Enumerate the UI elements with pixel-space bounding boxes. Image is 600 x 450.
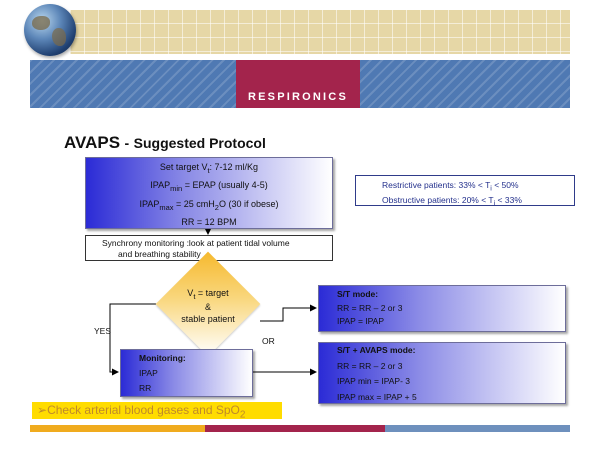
title-separator: - <box>124 135 130 151</box>
brand-logo-text: RESPIRONICS <box>248 91 348 103</box>
restrictive-line: Restrictive patients: 33% < Ti < 50% <box>382 180 519 193</box>
check-text: Check arterial blood gases and SpO <box>47 403 240 417</box>
st-mode-line-2: IPAP = IPAP <box>337 316 385 326</box>
ipap-max-line: IPAPmax = 25 cmH2O (30 if obese) <box>139 198 279 212</box>
check-text-subscript: 2 <box>239 409 246 421</box>
bottom-bar-gold <box>30 425 205 432</box>
monitoring-line-2: RR <box>139 383 152 393</box>
obstructive-line: Obstructive patients: 20% < Ti < 33% <box>382 195 522 208</box>
decision-line-3: stable patient <box>181 313 235 324</box>
avaps-mode-line-3: IPAP max = IPAP + 5 <box>337 391 417 402</box>
slide-title: AVAPS - Suggested Protocol <box>64 133 266 153</box>
ipap-min-line: IPAPmin = EPAP (usually 4-5) <box>150 180 268 194</box>
blood-gas-check-banner: ➢Check arterial blood gases and SpO2 <box>32 402 282 421</box>
brand-logo-box: RESPIRONICS <box>236 60 360 108</box>
or-label: OR <box>262 336 275 346</box>
sync-line-1: Synchrony monitoring :look at patient ti… <box>102 238 290 248</box>
st-mode-heading: S/T mode: <box>337 289 379 299</box>
avaps-mode-line-1: RR = RR – 2 or 3 <box>337 360 403 371</box>
world-map-banner <box>70 10 570 54</box>
sync-line-2: and breathing stability <box>118 249 201 259</box>
bottom-bar-blue <box>385 425 570 432</box>
globe-icon <box>24 4 76 56</box>
st-mode-box: S/T mode: RR = RR – 2 or 3 IPAP = IPAP <box>318 285 566 332</box>
target-settings-box: Set target Vt: 7-12 ml/Kg IPAPmin = EPAP… <box>85 157 333 229</box>
arrow-no-to-st-mode <box>260 304 317 322</box>
arrow-yes-to-monitoring <box>109 303 171 376</box>
monitoring-heading: Monitoring: <box>139 353 186 363</box>
arrow-bullet-icon: ➢ <box>37 403 48 417</box>
decision-line-1: Vt = target <box>187 288 229 301</box>
decision-text: Vt = target & stable patient <box>158 288 258 325</box>
bottom-bar-maroon <box>205 425 385 432</box>
yes-label: YES <box>94 326 112 336</box>
decision-line-2: & <box>204 302 211 313</box>
avaps-mode-line-2: IPAP min = IPAP- 3 <box>337 376 410 386</box>
target-vt-line: Set target Vt: 7-12 ml/Kg <box>159 162 259 175</box>
avaps-mode-box: S/T + AVAPS mode: RR = RR – 2 or 3 IPAP … <box>318 342 566 404</box>
title-main: AVAPS <box>64 133 121 152</box>
patient-ti-note-box: Restrictive patients: 33% < Ti < 50% Obs… <box>355 175 575 208</box>
monitoring-box: Monitoring: IPAP RR <box>120 349 253 397</box>
avaps-mode-heading: S/T + AVAPS mode: <box>337 345 416 355</box>
st-mode-line-1: RR = RR – 2 or 3 <box>337 302 403 313</box>
rr-line: RR = 12 BPM <box>181 216 237 227</box>
title-subtitle: Suggested Protocol <box>133 135 266 151</box>
monitoring-line-1: IPAP <box>139 368 158 378</box>
